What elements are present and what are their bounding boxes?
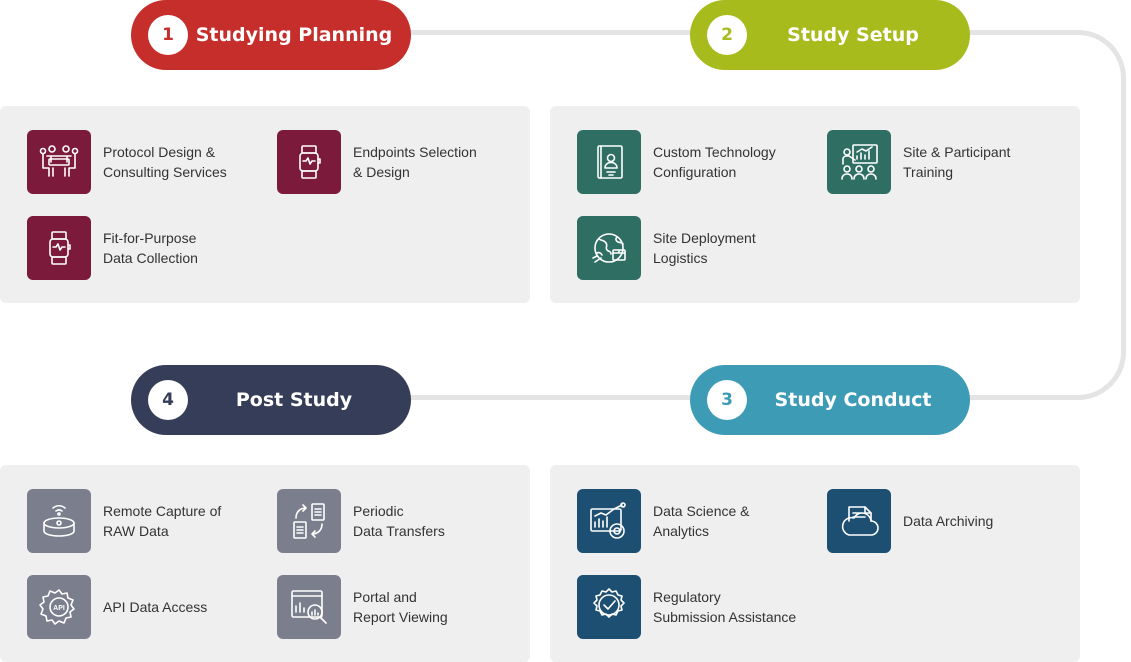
file-transfer-icon: [277, 489, 341, 553]
service-regulatory-submission: Regulatory Submission Assistance: [577, 575, 817, 639]
stage-2-header: 2 Study Setup: [690, 0, 970, 70]
service-site-deployment: Site Deployment Logistics: [577, 216, 817, 280]
certificate-seal-icon: [577, 575, 641, 639]
service-label: Endpoints Selection & Design: [353, 144, 477, 180]
service-portal-report: Portal and Report Viewing: [277, 575, 517, 639]
service-data-archiving: Data Archiving: [827, 489, 1067, 553]
cloud-archive-icon: [827, 489, 891, 553]
stage-4-number: 4: [148, 380, 188, 420]
stage-4-header: 4 Post Study: [131, 365, 411, 435]
stage-2-title: Study Setup: [787, 24, 919, 46]
service-label: Portal and Report Viewing: [353, 589, 448, 625]
service-periodic-transfers: Periodic Data Transfers: [277, 489, 517, 553]
globe-delivery-icon: [577, 216, 641, 280]
stage-1-number: 1: [148, 15, 188, 55]
smartwatch-icon: [277, 130, 341, 194]
report-magnifier-icon: [277, 575, 341, 639]
connector-3-4: [405, 395, 705, 400]
service-label: API Data Access: [103, 599, 208, 615]
service-remote-capture: Remote Capture of RAW Data: [27, 489, 267, 553]
connector-1-2: [405, 30, 705, 35]
service-label: Custom Technology Configuration: [653, 144, 776, 180]
service-label: Site & Participant Training: [903, 144, 1011, 180]
stage-2-number: 2: [707, 15, 747, 55]
stage-3-number: 3: [707, 380, 747, 420]
service-label: Data Archiving: [903, 513, 994, 529]
service-api-access: API API Data Access: [27, 575, 267, 639]
service-endpoints-selection: Endpoints Selection & Design: [277, 130, 517, 194]
service-label: Data Science & Analytics: [653, 503, 750, 539]
analytics-dashboard-icon: [577, 489, 641, 553]
service-site-training: Site & Participant Training: [827, 130, 1067, 194]
service-fit-for-purpose: Fit-for-Purpose Data Collection: [27, 216, 267, 280]
manual-book-icon: [577, 130, 641, 194]
stage-1-panel: Protocol Design & Consulting Services En…: [0, 106, 530, 303]
stage-1-header: 1 Studying Planning: [131, 0, 411, 70]
service-label: Protocol Design & Consulting Services: [103, 144, 227, 180]
service-label: Regulatory Submission Assistance: [653, 589, 797, 625]
svg-text:API: API: [53, 605, 65, 612]
presentation-training-icon: [827, 130, 891, 194]
stage-4-title: Post Study: [235, 389, 353, 411]
stage-3-panel: Data Science & Analytics Data Archiving …: [550, 465, 1080, 662]
meeting-table-icon: [27, 130, 91, 194]
service-label: Remote Capture of RAW Data: [103, 503, 222, 539]
stage-3-header: 3 Study Conduct: [690, 365, 970, 435]
service-custom-technology: Custom Technology Configuration: [577, 130, 817, 194]
service-label: Site Deployment Logistics: [653, 230, 756, 266]
service-data-science: Data Science & Analytics: [577, 489, 817, 553]
service-label: Fit-for-Purpose Data Collection: [103, 230, 198, 266]
wireless-device-icon: [27, 489, 91, 553]
service-protocol-design: Protocol Design & Consulting Services: [27, 130, 267, 194]
stage-4-panel: Remote Capture of RAW Data Periodic Data…: [0, 465, 530, 662]
stage-1-title: Studying Planning: [195, 24, 393, 46]
smartwatch-icon: [27, 216, 91, 280]
api-gear-icon: API: [27, 575, 91, 639]
stage-2-panel: Custom Technology Configuration Site & P…: [550, 106, 1080, 303]
service-label: Periodic Data Transfers: [353, 503, 445, 539]
connector-2-3: [935, 30, 1126, 400]
stage-3-title: Study Conduct: [774, 389, 932, 411]
